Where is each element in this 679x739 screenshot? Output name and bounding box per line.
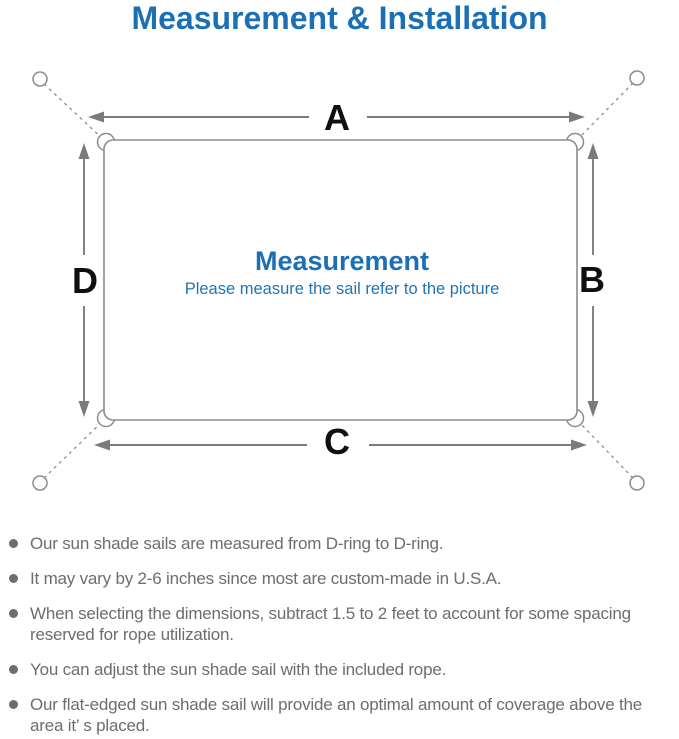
list-item: Our sun shade sails are measured from D-… [9,533,669,554]
arrow-right-icon [571,439,587,451]
arrow-down-icon [78,401,90,417]
sail-measurement-diagram: A C D B Measurement Please meas [32,70,645,491]
bullet-icon [9,609,18,618]
dimension-arrow-d: D [72,143,98,417]
note-text: When selecting the dimensions, subtract … [30,604,631,644]
dimension-label-d: D [72,260,98,301]
bullet-icon [9,574,18,583]
anchor-ring-icon-bottom-left [32,475,48,491]
bullet-icon [9,665,18,674]
page-title: Measurement & Installation [131,0,548,36]
anchor-rings [32,70,645,491]
dimension-label-c: C [324,421,350,462]
diagram-center-subtitle: Please measure the sail refer to the pic… [185,280,500,298]
note-text: Our flat-edged sun shade sail will provi… [30,695,643,735]
bullet-icon [9,539,18,548]
arrow-left-icon [94,439,110,451]
arrow-right-icon [569,111,585,123]
note-text: Our sun shade sails are measured from D-… [30,534,444,553]
dimension-label-a: A [324,97,350,138]
dimension-arrow-c: C [94,421,587,462]
tether-line-bottom-right [576,419,634,479]
anchor-ring-icon-bottom-right [629,475,645,491]
anchor-ring-icon-top-right [629,70,645,86]
list-item: You can adjust the sun shade sail with t… [9,659,669,680]
anchor-ring-icon-top-left [32,71,48,87]
tether-line-bottom-left [43,419,105,479]
notes-list: Our sun shade sails are measured from D-… [0,533,679,739]
dimension-arrow-a: A [88,97,585,138]
sail-outline [103,139,578,421]
dimension-label-b: B [579,259,605,300]
list-item: Our flat-edged sun shade sail will provi… [9,694,669,736]
arrow-left-icon [88,111,104,123]
tether-line-top-left [43,83,105,141]
arrow-up-icon [587,143,599,159]
arrow-down-icon [587,401,599,417]
tether-line-top-right [576,82,634,141]
dimension-arrow-b: B [579,143,605,417]
list-item: It may vary by 2-6 inches since most are… [9,568,669,589]
diagram-center-title: Measurement [255,246,429,276]
bullet-icon [9,700,18,709]
arrow-up-icon [78,143,90,159]
note-text: It may vary by 2-6 inches since most are… [30,569,502,588]
list-item: When selecting the dimensions, subtract … [9,603,669,645]
note-text: You can adjust the sun shade sail with t… [30,660,447,679]
